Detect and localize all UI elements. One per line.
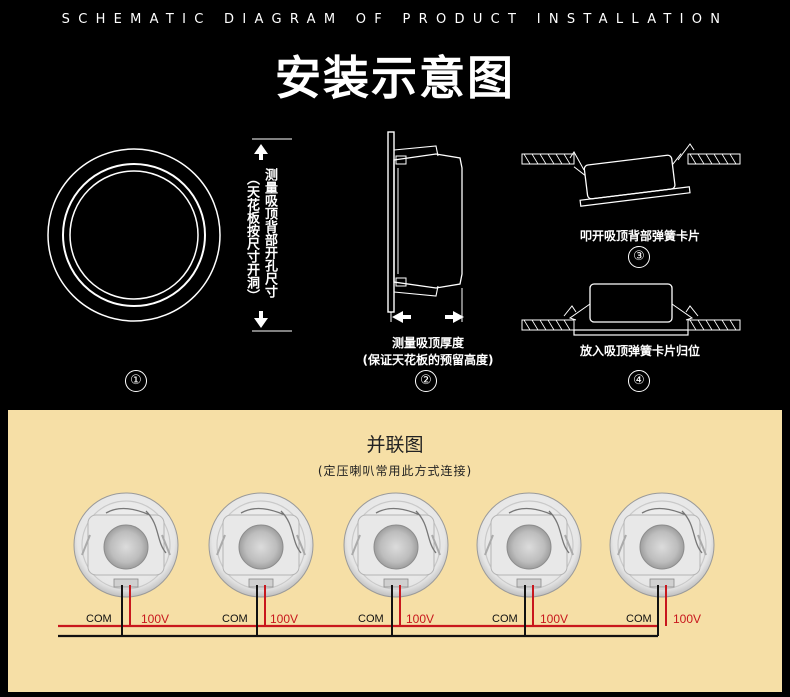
spring-clip-top <box>393 145 439 157</box>
v100-label-2: 100V <box>270 612 299 626</box>
parallel-wiring-panel: 并联图 (定压喇叭常用此方式连接) <box>8 410 782 692</box>
ceiling-right <box>687 153 741 165</box>
arrow-left-icon <box>392 311 403 323</box>
com-label-2: COM <box>222 613 248 625</box>
clip-left <box>569 151 585 171</box>
com-label-4: COM <box>492 613 518 625</box>
clip-left <box>568 303 591 321</box>
step-4-caption: 放入吸顶弹簧卡片归位 <box>579 344 700 358</box>
spring-clip-open-diagram <box>521 143 741 207</box>
parallel-title: 并联图 <box>366 434 424 456</box>
step-3-number: ③ <box>628 246 650 268</box>
outer-ring <box>47 148 221 322</box>
parallel-subtitle: (定压喇叭常用此方式连接) <box>317 464 473 478</box>
ceiling-right <box>687 319 741 331</box>
arrow-up-icon <box>254 144 268 154</box>
ceiling-left <box>521 319 575 331</box>
speaker-3 <box>343 492 449 636</box>
spring-clip-bottom <box>393 285 439 297</box>
clip-right <box>671 303 694 321</box>
v100-label-3: 100V <box>406 612 435 626</box>
speaker-body-installed <box>589 283 673 323</box>
ceiling-left <box>521 153 575 165</box>
com-label-5: COM <box>626 613 652 625</box>
page-title: 安装示意图 <box>275 51 515 105</box>
inner-ring-outer <box>62 163 206 307</box>
speaker-5 <box>609 492 715 636</box>
speaker-4 <box>476 492 582 636</box>
speaker-body <box>393 153 463 289</box>
clip-right <box>677 143 695 161</box>
inner-ring-inner <box>69 170 199 300</box>
speaker-body-tilted <box>583 154 676 200</box>
speaker-1 <box>73 492 179 636</box>
speaker-side-profile <box>387 131 464 323</box>
step-3-caption: 叩开吸顶背部弹簧卡片 <box>579 229 700 243</box>
v100-label-5: 100V <box>673 612 702 626</box>
arrow-right-icon <box>453 311 464 323</box>
top-banner: SCHEMATIC DIAGRAM OF PRODUCT INSTALLATIO… <box>61 12 729 27</box>
v100-label-4: 100V <box>540 612 569 626</box>
v100-label-1: 100V <box>141 612 170 626</box>
com-label-1: COM <box>86 613 112 625</box>
step-1-number: ① <box>125 370 147 392</box>
arrow-down-icon <box>254 318 268 328</box>
wiring-diagram <box>58 492 715 638</box>
com-label-3: COM <box>358 613 384 625</box>
ceiling-ring-diagram <box>47 138 292 332</box>
step-4-number: ④ <box>628 370 650 392</box>
step-2-number: ② <box>415 370 437 392</box>
step-2-caption-1: 测量吸顶厚度 <box>391 336 464 350</box>
spring-clip-closed-diagram <box>521 283 741 336</box>
measure-hole-label: 测量吸顶背部开孔尺寸 <box>262 168 277 298</box>
step-2-caption-2: (保证天花板的预留高度) <box>362 353 494 367</box>
front-plate <box>387 131 395 313</box>
cut-hole-note: （天花板按尺寸开洞） <box>244 172 259 302</box>
speaker-2 <box>208 492 314 636</box>
